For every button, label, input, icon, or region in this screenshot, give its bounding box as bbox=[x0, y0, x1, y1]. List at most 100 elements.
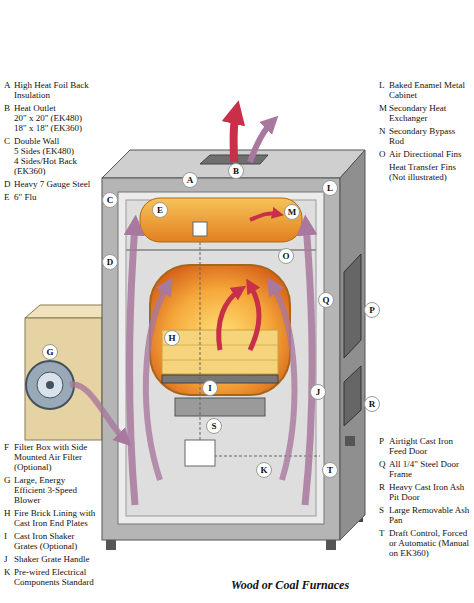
callout-letter: J bbox=[311, 385, 325, 399]
part-description: Secondary Bypass Rod bbox=[389, 126, 471, 146]
warm-air-arrow bbox=[234, 112, 237, 162]
part-description: Double Wall bbox=[14, 136, 96, 146]
part-letter: C bbox=[4, 136, 14, 146]
caption: Wood or Coal Furnaces bbox=[231, 578, 349, 592]
part-letter: P bbox=[379, 436, 389, 446]
callout-badge bbox=[103, 193, 118, 208]
part-letter: E bbox=[4, 192, 14, 202]
part-description: Secondary Heat Exchanger bbox=[389, 103, 471, 123]
callout-badge bbox=[319, 293, 334, 308]
part-description: Pre-wired Electrical Components Standard bbox=[14, 567, 96, 587]
ash-pan bbox=[175, 398, 265, 416]
ash-pit-door bbox=[344, 366, 361, 426]
part-description: Shaker Grate Handle bbox=[14, 554, 96, 564]
part-description: Large, Energy Efficient 3-Speed Blower bbox=[14, 475, 96, 505]
filter-box-top bbox=[25, 305, 112, 318]
cabinet-side bbox=[340, 150, 365, 540]
callout-badge bbox=[257, 463, 272, 478]
part-description: Air Directional Fins bbox=[389, 149, 471, 159]
part-letter: A bbox=[4, 80, 14, 90]
callout-badge bbox=[285, 205, 300, 220]
part-description: High Heat Foil Back Insulation bbox=[14, 80, 96, 100]
secondary-heat-exchanger bbox=[140, 198, 302, 242]
cutaway bbox=[118, 192, 324, 524]
callout-letter: K bbox=[257, 463, 271, 477]
part-description: 18" x 18" (EK360) bbox=[14, 123, 96, 133]
part-description: Heavy 7 Gauge Steel bbox=[14, 179, 96, 189]
part-description: Heat Transfer Fins (Not illustrated) bbox=[389, 162, 471, 182]
part-letter: K bbox=[4, 567, 14, 577]
part-description: Airtight Cast Iron Feed Door bbox=[389, 436, 471, 456]
callout-letter: A bbox=[183, 173, 197, 187]
brick-line bbox=[162, 360, 278, 361]
part-letter: N bbox=[379, 126, 389, 136]
callout-badge bbox=[279, 249, 294, 264]
part-description: Baked Enamel Metal Cabinet bbox=[389, 80, 471, 100]
part-description: Filter Box with Side Mounted Air Filter … bbox=[14, 442, 96, 472]
part-letter: T bbox=[379, 528, 389, 538]
part-letter: D bbox=[4, 179, 14, 189]
wire bbox=[200, 240, 320, 456]
part-letter: I bbox=[4, 531, 14, 541]
flame-arrow bbox=[250, 213, 278, 220]
part-description: Draft Control, Forced or Automatic (Manu… bbox=[389, 528, 471, 558]
callout-letter: G bbox=[43, 345, 57, 359]
part-description: 6" Flu bbox=[14, 192, 96, 202]
callout-letter: E bbox=[153, 203, 167, 217]
callout-letter: L bbox=[323, 181, 337, 195]
part-description: Heat Outlet bbox=[14, 103, 96, 113]
callout-letter: O bbox=[279, 249, 293, 263]
part-letter: B bbox=[4, 103, 14, 113]
part-letter: M bbox=[379, 103, 389, 113]
callout-letter: R bbox=[365, 397, 379, 411]
air-flow-arrow bbox=[146, 285, 168, 480]
part-letter: F bbox=[4, 442, 14, 452]
blower-hub bbox=[37, 372, 63, 398]
air-flow-arrow bbox=[272, 285, 294, 480]
feed-door bbox=[344, 254, 361, 358]
limit-control bbox=[193, 222, 207, 236]
callout-letter: I bbox=[203, 381, 217, 395]
callout-letter: C bbox=[103, 193, 117, 207]
warm-air-arrow bbox=[250, 122, 272, 162]
shaker-grate bbox=[162, 375, 278, 383]
callout-letter: B bbox=[229, 164, 243, 178]
callout-letter: Q bbox=[319, 293, 333, 307]
part-description: 20" x 20" (EK480) bbox=[14, 113, 96, 123]
part-description: 4 Sides/Hot Back (EK360) bbox=[14, 156, 96, 176]
callout-badge bbox=[203, 381, 218, 396]
callout-letter: M bbox=[285, 205, 299, 219]
part-letter: H bbox=[4, 508, 14, 518]
callout-badge bbox=[43, 345, 58, 360]
firebox bbox=[150, 265, 290, 395]
part-description: All 1/4" Steel Door Frame bbox=[389, 459, 471, 479]
callout-letter: H bbox=[165, 331, 179, 345]
draft-control bbox=[345, 436, 355, 446]
air-flow-arrow bbox=[70, 385, 125, 440]
part-letter: L bbox=[379, 80, 389, 90]
callout-badge bbox=[103, 255, 118, 270]
callout-badge bbox=[183, 173, 198, 188]
callout-badge bbox=[365, 303, 380, 318]
part-letter: G bbox=[4, 475, 14, 485]
callout-letter: T bbox=[323, 463, 337, 477]
callout-letter: S bbox=[207, 419, 221, 433]
callout-badge bbox=[323, 463, 338, 478]
air-flow-arrow bbox=[305, 225, 312, 505]
callout-badge bbox=[165, 331, 180, 346]
part-description: 5 Sides (EK480) bbox=[14, 146, 96, 156]
cabinet-front bbox=[102, 178, 340, 540]
inner-wall bbox=[126, 200, 316, 516]
control-box bbox=[185, 440, 215, 466]
callout-letter: P bbox=[365, 303, 379, 317]
air-flow-arrow bbox=[130, 225, 135, 505]
part-letter: O bbox=[379, 149, 389, 159]
part-description: Large Removable Ash Pan bbox=[389, 505, 471, 525]
callout-badge bbox=[323, 181, 338, 196]
callout-letter: D bbox=[103, 255, 117, 269]
callout-badge bbox=[311, 385, 326, 400]
part-description: Fire Brick Lining with Cast Iron End Pla… bbox=[14, 508, 96, 528]
part-description: Cast Iron Shaker Grates (Optional) bbox=[14, 531, 96, 551]
callout-badge bbox=[207, 419, 222, 434]
blower bbox=[26, 361, 74, 409]
